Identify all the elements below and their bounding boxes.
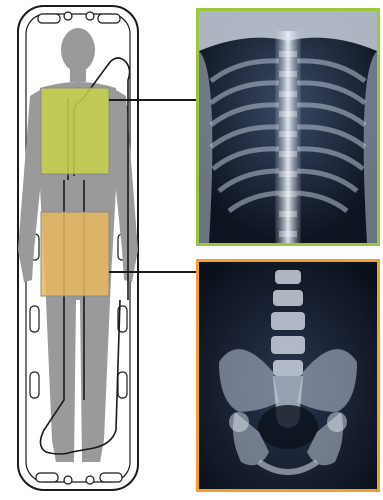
chest-xray-graphic	[199, 11, 377, 243]
pelvis-xray-image	[196, 259, 380, 492]
pelvis-xray-graphic	[199, 262, 377, 489]
chest-xray-image	[196, 8, 380, 246]
thorax-region	[41, 88, 109, 174]
pelvis-region	[41, 212, 109, 296]
